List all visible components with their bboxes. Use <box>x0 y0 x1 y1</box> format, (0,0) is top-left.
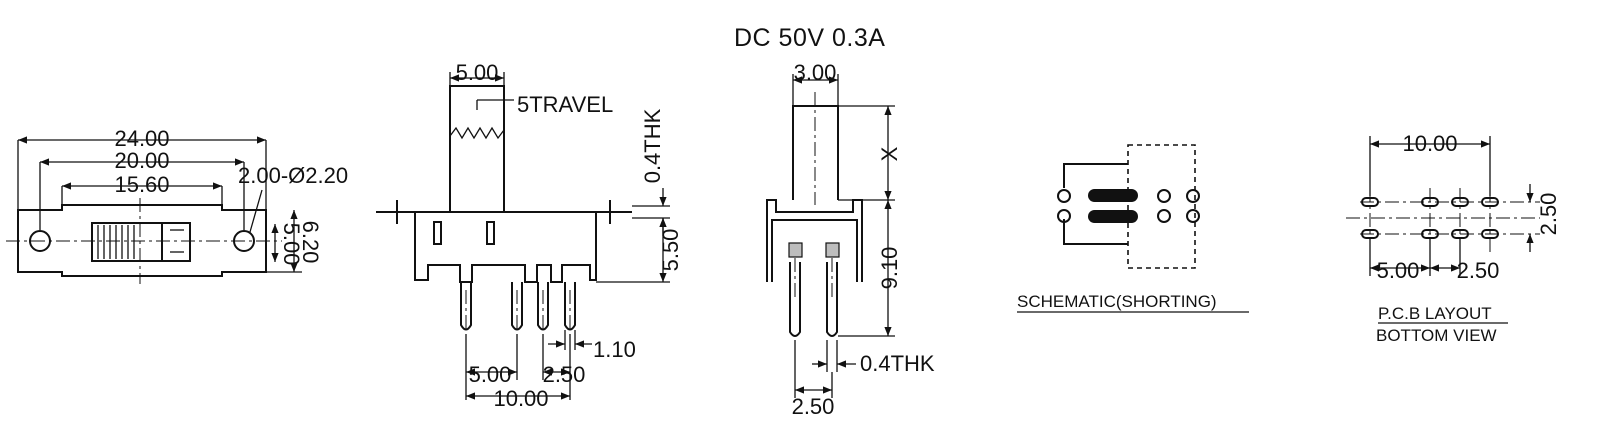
slider-window <box>161 222 191 262</box>
shorting-contact-top <box>1088 189 1138 202</box>
contact-right <box>825 242 840 258</box>
dim-pin-pitch-5: 5.00 <box>469 362 512 387</box>
rating-title: DC 50V 0.3A <box>734 24 885 52</box>
side-pin-left <box>789 262 801 337</box>
slider-knob <box>91 222 163 262</box>
schematic-terminal <box>1157 209 1171 223</box>
schematic-wire-top <box>1063 163 1128 188</box>
schematic-terminal <box>1157 189 1171 203</box>
dim-hole-callout: 2.00-Ø2.20 <box>238 163 348 188</box>
dim-travel: 5TRAVEL <box>517 92 613 117</box>
dim-pin-span: 10.00 <box>493 386 548 411</box>
pcb-dim-row-pitch: 2.50 <box>1536 193 1561 236</box>
pcb-caption-line-1: P.C.B LAYOUT <box>1378 304 1492 323</box>
dim-pin-thickness: 0.4THK <box>860 351 935 376</box>
dim-24-00: 24.00 <box>114 126 169 151</box>
top-view: 24.00 20.00 15.60 2.00-Ø2.20 5.00 6.20 <box>6 126 348 284</box>
slider-grip <box>97 225 135 259</box>
pcb-dim-span: 10.00 <box>1402 131 1457 156</box>
dim-pin-pitch-2-5: 2.50 <box>543 362 586 387</box>
dim-6-20-vertical: 6.20 <box>298 221 323 264</box>
front-view-body <box>414 212 597 283</box>
front-view-actuator <box>449 85 505 212</box>
pcb-pad <box>1481 229 1499 239</box>
pcb-pad <box>1481 197 1499 207</box>
pin-2 <box>511 282 523 331</box>
dim-pin-pitch-side: 2.50 <box>792 394 835 419</box>
side-view-frame <box>766 199 863 282</box>
dim-15-60: 15.60 <box>114 172 169 197</box>
schematic-enclosure <box>1127 144 1196 269</box>
dim-plate-thickness: 0.4THK <box>640 108 665 183</box>
dim-5-00-vertical: 5.00 <box>279 223 304 266</box>
dim-actuator-width: 5.00 <box>456 60 499 85</box>
pcb-pad <box>1421 197 1439 207</box>
pcb-pad <box>1361 197 1379 207</box>
dim-body-height: 5.50 <box>658 229 683 272</box>
dim-lower-height: 9.10 <box>877 247 902 290</box>
schematic-wire-bottom <box>1063 219 1128 245</box>
schematic: SCHEMATIC(SHORTING) <box>1017 144 1249 313</box>
schematic-caption: SCHEMATIC(SHORTING) <box>1017 292 1217 311</box>
side-pin-right <box>826 262 838 337</box>
schematic-terminal <box>1057 209 1071 223</box>
dim-20-00: 20.00 <box>114 148 169 173</box>
schematic-terminal <box>1186 189 1200 203</box>
pcb-dim-5-00: 5.00 <box>1377 258 1420 283</box>
shorting-contact-bottom <box>1088 210 1138 223</box>
hole-leader <box>249 189 263 233</box>
dim-pin-width: 1.10 <box>593 337 636 362</box>
side-view: 3.00 X 9.10 0.4THK 2.50 <box>766 60 935 419</box>
pcb-caption-line-2: BOTTOM VIEW <box>1376 326 1497 345</box>
pin-4 <box>564 282 576 331</box>
front-view: 5.00 5TRAVEL 0.4THK 5.50 1.10 5.00 2.50 … <box>376 60 683 411</box>
pcb-layout: 10.00 2.50 5.00 2.50 P.C.B LAYOUT BOTTOM… <box>1346 131 1561 345</box>
pcb-dim-2-50: 2.50 <box>1457 258 1500 283</box>
pin-3 <box>537 282 549 331</box>
dim-x-height: X <box>877 146 902 161</box>
schematic-terminal <box>1186 209 1200 223</box>
dim-actuator-thickness: 3.00 <box>794 60 837 85</box>
pin-1 <box>460 282 472 331</box>
schematic-terminal <box>1057 189 1071 203</box>
pcb-pad <box>1451 197 1469 207</box>
contact-left <box>788 242 803 258</box>
